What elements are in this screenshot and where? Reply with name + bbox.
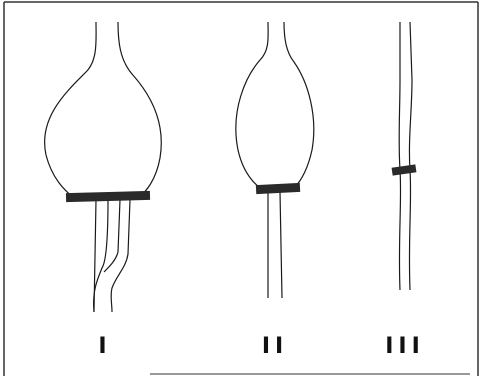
panel-i-drawing [45,22,162,312]
panel-i-label: I [90,336,120,358]
panel-iii-drawing [399,22,412,290]
panel-iii-label: III [380,336,430,358]
panel-iii-ligature [392,164,417,175]
panel-iii-tube [399,22,400,290]
figure-border [4,2,478,376]
panel-ii-drawing [236,22,314,298]
panel-i-bulb [45,22,97,198]
panel-ii-bulb [236,22,268,188]
panel-ii-label: II [255,336,295,358]
panel-i-ligature [66,191,150,202]
panel-ii-ligature [256,183,300,194]
